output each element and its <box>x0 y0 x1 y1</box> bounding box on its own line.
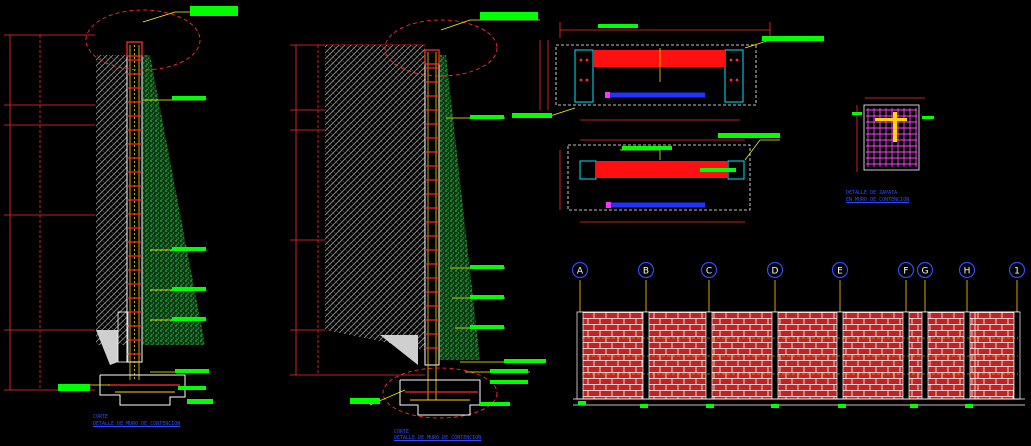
axis-label: 1 <box>1014 267 1020 277</box>
section-2-label-tags <box>350 12 546 406</box>
section-2-title-line2: DETALLE DE MURO DE CONTENCION <box>394 435 482 441</box>
axis-label: F <box>903 267 908 277</box>
axis-label: B <box>643 267 649 277</box>
zapata-title-line1: DETALLE DE ZAPATA <box>846 190 898 196</box>
section-1-title-line1: CORTE <box>93 414 109 420</box>
axis-d: D <box>766 261 784 312</box>
axis-f: F <box>897 261 915 312</box>
axis-label: C <box>706 267 712 277</box>
axis-label: H <box>964 267 971 277</box>
section-1-retaining-wall <box>4 6 238 406</box>
zapata-plan-detail <box>852 97 934 172</box>
axis-e: E <box>831 261 849 312</box>
section-2-retaining-wall <box>290 12 546 419</box>
section-1-title-line2: DETALLE DE MURO DE CONTENCION <box>93 421 181 427</box>
axis-c: C <box>700 261 718 312</box>
axis-a: A <box>571 261 589 312</box>
axis-h: H <box>958 261 976 312</box>
axis-1: 1 <box>1008 261 1026 312</box>
plan-detail-lower <box>559 133 780 223</box>
axis-label: A <box>577 267 584 277</box>
section-2-title-line1: CORTE <box>394 429 410 435</box>
section-1-label-tags <box>58 6 238 404</box>
axis-label: D <box>772 267 779 277</box>
zapata-title-line2: EN MURO DE CONTENCION <box>846 197 910 203</box>
axis-b: B <box>637 261 655 312</box>
section-1-dimensions <box>4 34 95 391</box>
axis-label: G <box>922 267 929 277</box>
axis-label: E <box>837 267 843 277</box>
brick-wall-elevation: A B C D E F G H 1 <box>571 261 1026 408</box>
axis-g: G <box>916 261 934 312</box>
plan-detail-upper <box>512 22 824 121</box>
